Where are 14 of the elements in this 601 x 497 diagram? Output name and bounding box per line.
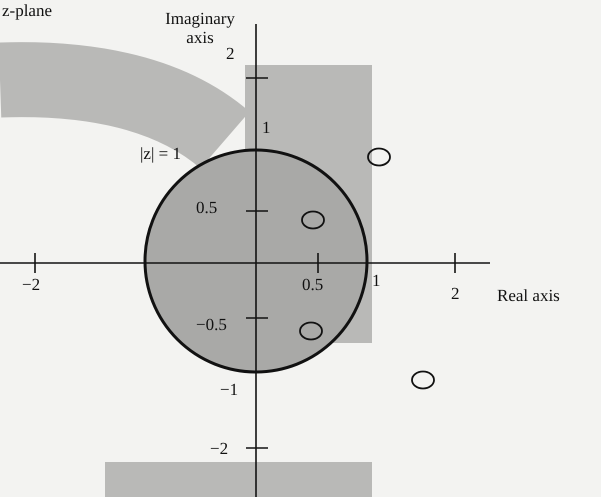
- tick-label: 1: [372, 272, 380, 291]
- axis-title: Real axis: [497, 287, 560, 306]
- axis-title: Imaginary axis: [164, 10, 236, 48]
- tick-label: 2: [226, 45, 234, 64]
- tick-label: −1: [220, 381, 238, 400]
- tick-label: 2: [451, 285, 460, 304]
- plane-label: z-plane: [2, 2, 52, 21]
- tick-label: 1: [262, 119, 270, 138]
- tick-label: 0.5: [302, 276, 324, 295]
- tick-label: −2: [210, 440, 228, 459]
- circle-label: |z| = 1: [140, 145, 181, 164]
- tick-label: −2: [22, 276, 40, 295]
- tick-label: 0.5: [196, 199, 218, 218]
- tick-label: −0.5: [196, 316, 227, 335]
